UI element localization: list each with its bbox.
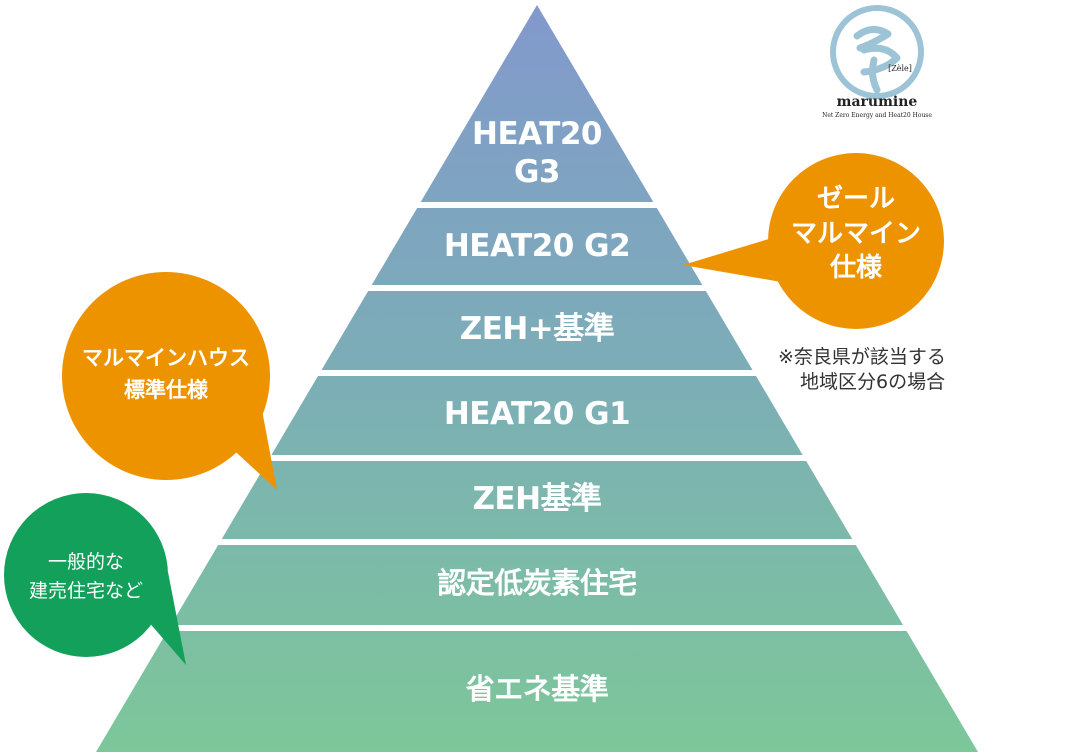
callout-line: マルマインハウス <box>82 346 250 370</box>
pyramid-tier <box>271 376 803 455</box>
tier-label-heat20-g2: HEAT20 G2 <box>443 228 631 266</box>
tier-label-zeh-plus: ZEH+基準 <box>460 311 615 349</box>
pyramid-tier <box>170 545 904 625</box>
pyramid-tier <box>321 291 753 370</box>
pyramid-tiers <box>96 5 978 752</box>
callout-line: 建売住宅など <box>28 579 144 602</box>
callout-line: 仕様 <box>829 253 883 284</box>
tier-line: HEAT20 <box>472 116 603 152</box>
callout-standard-text: マルマインハウス 標準仕様 <box>82 343 250 406</box>
callout-zele-text: ゼール マルマイン 仕様 <box>791 182 921 286</box>
tier-label-heat20-g3: HEAT20 G3 <box>472 116 603 192</box>
logo-name: marumine <box>836 94 918 110</box>
note-line-2: 地域区分6の場合 <box>800 370 946 393</box>
logo-mark <box>830 5 924 99</box>
tier-line: HEAT20 G1 <box>443 396 631 432</box>
tier-line: G3 <box>513 153 561 190</box>
tier-line: ZEH基準 <box>472 481 602 517</box>
callout-general-bubble <box>4 493 186 665</box>
tier-line: 省エネ基準 <box>465 672 609 706</box>
tier-line: 認定低炭素住宅 <box>437 566 637 600</box>
callout-line: 一般的な <box>47 551 125 573</box>
callout-standard-bubble <box>62 272 277 490</box>
tier-label-low-carbon: 認定低炭素住宅 <box>437 566 637 601</box>
note-line-1: ※奈良県が該当する <box>778 346 946 368</box>
callout-zele-bubble <box>683 153 944 329</box>
pyramid-tier <box>371 208 703 285</box>
logo-tagline: Net Zero Energy and Heat20 House <box>822 112 932 119</box>
logo-tag: [Zèle] <box>888 64 912 73</box>
tier-label-zeh: ZEH基準 <box>472 481 602 519</box>
callout-line: 標準仕様 <box>124 377 208 402</box>
callout-general-text: 一般的な 建売住宅など <box>29 548 143 605</box>
callout-line: ゼール <box>816 184 896 214</box>
tier-line: HEAT20 G2 <box>443 228 631 264</box>
pyramid-tier <box>96 631 978 752</box>
pyramid-tier <box>420 5 654 202</box>
tier-label-heat20-g1: HEAT20 G1 <box>443 396 631 434</box>
callout-line: マルマイン <box>790 218 922 249</box>
tier-label-energy-saving: 省エネ基準 <box>466 672 609 707</box>
region-note: ※奈良県が該当する 地域区分6の場合 <box>778 345 946 394</box>
tier-line: ZEH+基準 <box>459 311 615 347</box>
pyramid-tier <box>221 461 853 539</box>
